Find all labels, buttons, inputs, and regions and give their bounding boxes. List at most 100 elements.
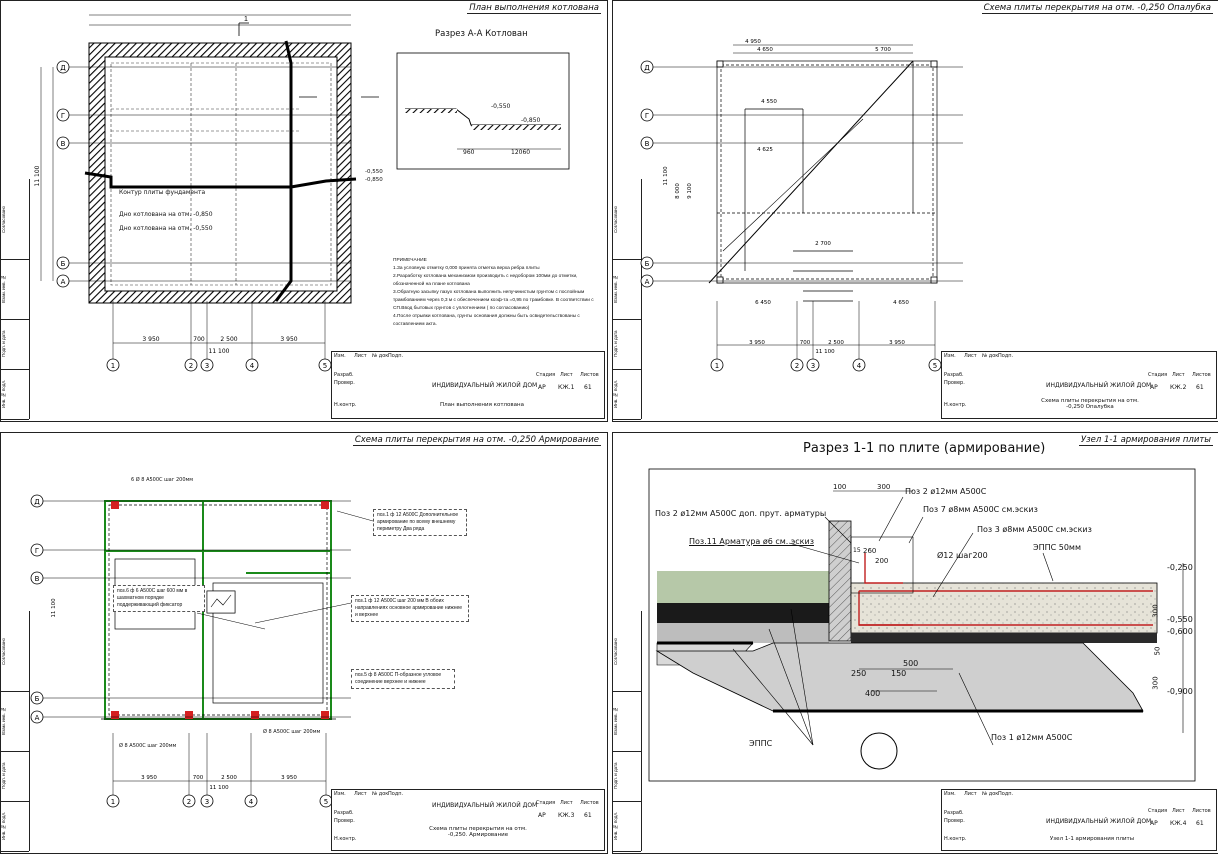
tb-row-label: Провер. [944, 380, 965, 386]
tb-col-label: Подп. [388, 353, 404, 359]
sheets-total: 61 [1196, 384, 1204, 391]
reinforcement-drawing: Д Г В Б А 1 2 3 4 5 3 950 700 2 500 3 95… [30, 494, 374, 808]
axis-label: 1 [111, 362, 115, 370]
dim-label: 150 [891, 669, 907, 678]
axis-label: 4 [857, 362, 862, 370]
tb-col-label: Подп. [998, 791, 1014, 797]
dim-label: 500 [903, 659, 919, 668]
title-block: Изм. Лист № док Подп. Разраб. Провер. Н.… [941, 789, 1217, 851]
callout-label: Поз.11 Арматура ø6 см. эскиз [689, 537, 814, 546]
side-stamp: Согласовано Взам. инв. № Подп. и дата Ин… [1, 179, 30, 420]
side-stamp: Согласовано Взам. инв. № Подп. и дата Ин… [613, 179, 642, 420]
tb-col-label: Лист [354, 791, 367, 797]
axis-label: 2 [795, 362, 799, 370]
dim-label: 4 650 [757, 47, 773, 53]
slab-section-drawing [648, 468, 1196, 782]
stage-value: АР [1150, 384, 1158, 391]
dim-label: 3 950 [281, 775, 297, 781]
dim-label: 5 700 [875, 47, 891, 53]
axis-label: Б [61, 260, 66, 268]
axis-label: 3 [205, 362, 209, 370]
section-title: Разрез А-А Котлован [435, 29, 528, 39]
axis-label: 5 [323, 362, 327, 370]
axis-label: 4 [249, 798, 254, 806]
plan-label: Дно котлована на отм. -0,550 [119, 225, 213, 232]
note-item: 4.После отрывки котлована, грунты основа… [393, 314, 580, 327]
project-name: ИНДИВИДУАЛЬНЫЙ ЖИЛОЙ ДОМ [432, 382, 538, 389]
tb-col-label: Подп. [388, 791, 404, 797]
notes-title: ПРИМЕЧАНИЕ [393, 258, 427, 263]
title-block: Изм. Лист № док Подп. Разраб. Провер. Н.… [331, 789, 605, 851]
tb-col-label: Лист [964, 353, 977, 359]
stage-value: АР [538, 384, 546, 391]
dim-label: 200 [875, 557, 889, 565]
tb-row-label: Провер. [334, 818, 355, 824]
axis-label: 2 [189, 362, 193, 370]
project-name: ИНДИВИДУАЛЬНЫЙ ЖИЛОЙ ДОМ [432, 802, 538, 809]
callout-note: поз.1 ф 12 А500С шаг 200 мм В обоих напр… [351, 595, 469, 622]
section-mark: 1 [244, 16, 248, 23]
axis-label: Б [35, 695, 40, 703]
project-name: ИНДИВИДУАЛЬНЫЙ ЖИЛОЙ ДОМ [1046, 818, 1152, 825]
callout-note: поз.1 ф 12 А500С Дополнительное армирова… [373, 509, 467, 536]
dim-label: 4 650 [893, 300, 909, 306]
tb-col-label: Изм. [944, 791, 956, 797]
tb-row-label: Разраб. [944, 372, 964, 378]
dim-label: 3 950 [142, 336, 159, 343]
axis-label: 3 [205, 798, 209, 806]
tb-sheets-label: Листов [580, 372, 599, 378]
dim-label: 250 [851, 669, 867, 678]
tb-sheets-label: Листов [1192, 372, 1211, 378]
dim-label: 4 950 [745, 39, 761, 45]
tb-row-label: Н.контр. [334, 402, 357, 408]
dim-label: 400 [865, 689, 881, 698]
sheet-number: КЖ.3 [558, 812, 575, 819]
dim-label: 100 [833, 483, 847, 491]
side-stamp: Согласовано Взам. инв. № Подп. и дата Ин… [1, 611, 30, 852]
level-label: -0,550 [1167, 615, 1193, 624]
tb-col-label: Изм. [944, 353, 956, 359]
tb-row-label: Разраб. [944, 810, 964, 816]
sheet-number: КЖ.1 [558, 384, 575, 391]
tb-col-label: № док [982, 353, 999, 359]
callout-label: Поз 7 ø8мм А500С см.эскиз [923, 505, 1038, 514]
sheet-reinforcement: Согласовано Взам. инв. № Подп. и дата Ин… [0, 432, 608, 854]
dim-label: 6 450 [755, 300, 771, 306]
dim-label: 11 100 [209, 348, 230, 355]
axis-label: Г [35, 547, 39, 555]
axis-label: Д [60, 64, 66, 72]
dim-label: 4 625 [757, 147, 773, 153]
dim-label: 50 [1153, 646, 1162, 656]
tb-col-label: Лист [354, 353, 367, 359]
tb-sheets-label: Листов [1192, 808, 1211, 814]
tb-row-label: Н.контр. [334, 836, 357, 842]
notes-block: ПРИМЕЧАНИЕ 1.За условную отметку 0,000 п… [393, 257, 598, 329]
sheet-header: План выполнения котлована [467, 3, 601, 14]
note-item: 3.Обратную засыпку пазух котлована выпол… [393, 290, 594, 311]
axis-label: Г [645, 112, 649, 120]
tb-col-label: Подп. [998, 353, 1014, 359]
callout-label: Поз 3 ø8мм А500С см.эскиз [977, 525, 1092, 534]
tb-stage-label: Стадия [536, 372, 556, 378]
sheet-subtitle: План выполнения котлована [440, 402, 524, 408]
plan-label: Дно котлована на отм. -0,850 [119, 211, 213, 218]
note-item: 1.За условную отметку 0,000 принята отме… [393, 266, 540, 271]
dim-label: 3 950 [749, 340, 765, 346]
dim-label: 700 [800, 340, 811, 346]
tb-sheets-label: Листов [580, 800, 599, 806]
dim-label: 11 100 [34, 165, 41, 186]
axis-label: В [35, 575, 40, 583]
level-label: -0,900 [1167, 687, 1193, 696]
tb-sheet-label: Лист [560, 372, 573, 378]
tb-col-label: № док [372, 791, 389, 797]
axis-label: 4 [250, 362, 255, 370]
axis-label: А [645, 278, 650, 286]
side-stamp: Согласовано Взам. инв. № Подп. и дата Ин… [613, 611, 642, 852]
axis-label: 2 [187, 798, 191, 806]
dim-label: 2 500 [220, 336, 237, 343]
sheet-header: Схема плиты перекрытия на отм. -0,250 Ар… [352, 435, 601, 446]
sheet-header: Узел 1-1 армирования плиты [1078, 435, 1213, 446]
title-block: Изм. Лист № док Подп. Разраб. Провер. Н.… [941, 351, 1217, 419]
tb-row-label: Н.контр. [944, 836, 967, 842]
dim-label: 3 950 [889, 340, 905, 346]
